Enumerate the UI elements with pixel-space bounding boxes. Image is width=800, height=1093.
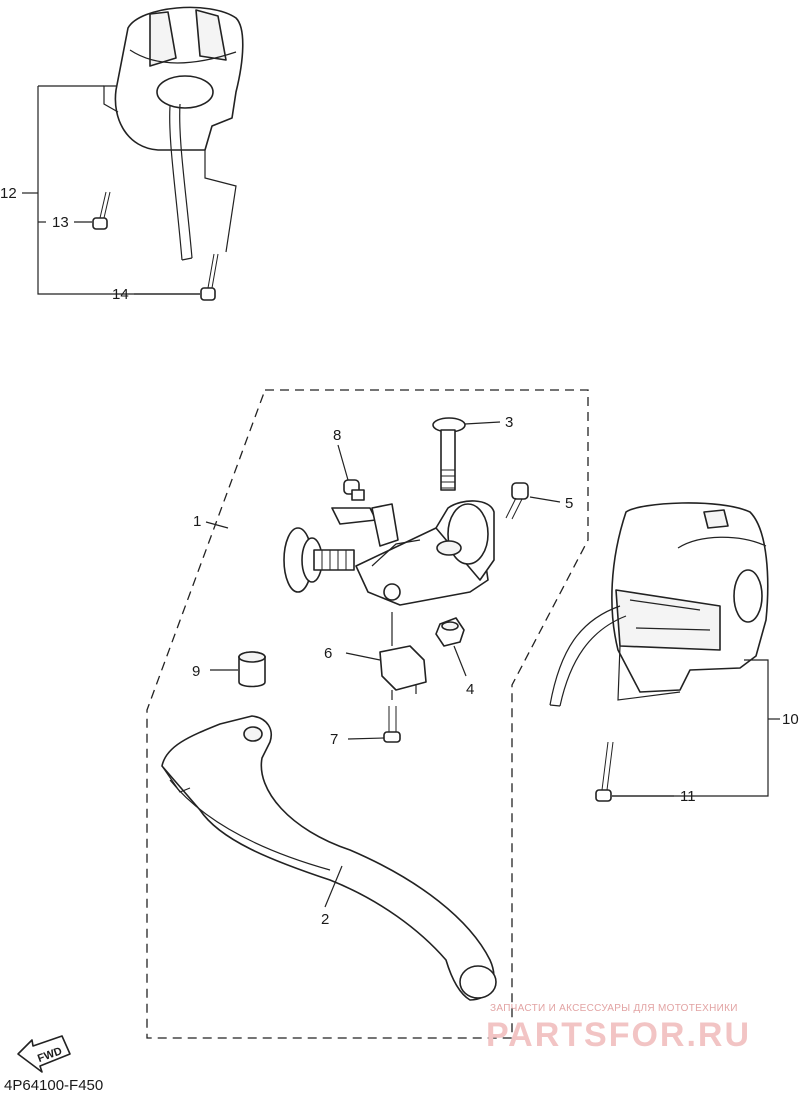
callout-14: 14 <box>112 286 129 303</box>
callout-2: 2 <box>321 911 329 928</box>
screw-14 <box>200 253 219 301</box>
left-handlebar-switch <box>103 6 244 261</box>
screw-7 <box>383 706 401 743</box>
right-handlebar-switch <box>549 502 769 707</box>
fwd-arrow-icon: FWD <box>17 1035 71 1073</box>
callout-7: 7 <box>330 731 338 748</box>
watermark-brand: PARTSFOR.RU <box>486 1016 751 1054</box>
callout-13: 13 <box>52 214 69 231</box>
collar-9 <box>238 651 266 688</box>
switch-6 <box>379 645 427 700</box>
nut-4 <box>435 617 465 647</box>
screw-13 <box>92 191 111 230</box>
callout-5: 5 <box>565 495 573 512</box>
callout-3: 3 <box>505 414 513 431</box>
callout-6: 6 <box>324 645 332 662</box>
screw-11 <box>595 741 614 802</box>
callout-11: 11 <box>680 788 696 805</box>
screw-5 <box>505 482 529 520</box>
callout-10: 10 <box>782 711 799 728</box>
callout-8: 8 <box>333 427 341 444</box>
watermark-tagline: ЗАПЧАСТИ И АКСЕССУАРЫ ДЛЯ МОТОТЕХНИКИ <box>490 1003 738 1014</box>
lever-assembly-outline <box>146 389 589 1039</box>
callout-9: 9 <box>192 663 200 680</box>
lever-holder <box>355 500 495 606</box>
bracket <box>331 507 377 525</box>
callout-4: 4 <box>466 681 474 698</box>
bolt-3 <box>432 417 466 491</box>
diagram-code: 4P64100-F450 <box>4 1077 103 1093</box>
screw-8 <box>343 479 365 501</box>
lever-2 <box>161 715 497 1001</box>
callout-1: 1 <box>193 513 201 530</box>
callout-12: 12 <box>0 185 17 202</box>
adjuster-knob <box>283 527 355 593</box>
